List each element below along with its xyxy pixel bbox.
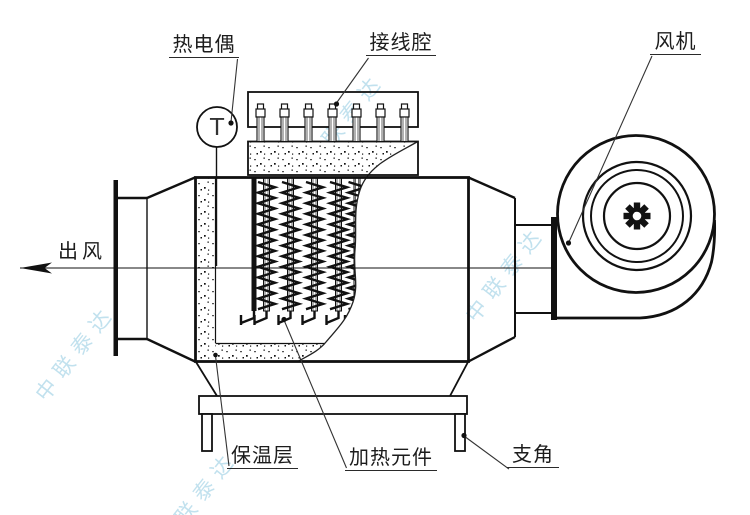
flow-arrow-icon [20, 262, 52, 274]
leader-lines [214, 55, 653, 470]
support-leg [201, 413, 213, 452]
heating-element [301, 176, 325, 327]
label-heating-element: 加热元件 [345, 446, 437, 471]
terminal-stud [303, 103, 314, 143]
outlet-flange [113, 180, 118, 356]
heating-element [253, 176, 277, 327]
thermocouple-letter: T [209, 115, 225, 141]
label-support-leg: 支角 [507, 443, 559, 468]
fan-volute [557, 219, 717, 320]
terminal-stud [351, 103, 362, 143]
flange-plate-insulation [249, 142, 417, 175]
fan-ring [602, 181, 672, 251]
label-insulation-layer: 保温层 [227, 444, 298, 469]
heating-element [325, 176, 349, 327]
terminal-stud [279, 103, 290, 143]
centrifugal-fan [551, 134, 717, 320]
break-line [296, 141, 418, 363]
support-leg [454, 413, 466, 452]
insulation-wall-bottom [215, 344, 336, 361]
outlet-cone [146, 176, 196, 200]
label-fan: 风机 [650, 30, 701, 55]
terminal-stud [327, 103, 338, 143]
terminal-stud [255, 103, 266, 143]
fan-inlet-flange [551, 217, 557, 320]
fan-ring [590, 169, 684, 263]
label-thermocouple: 热电偶 [169, 33, 239, 58]
leader-dots [213, 101, 572, 439]
label-air-outlet: 出风 [58, 239, 106, 263]
heater-body [194, 176, 470, 363]
fan-hub-gear-icon [623, 202, 651, 230]
inlet-cone [468, 176, 516, 200]
terminal-stud [375, 103, 386, 143]
thermocouple-symbol [196, 106, 238, 148]
heating-element [277, 176, 301, 327]
base-frame [195, 361, 469, 452]
terminal-stud [399, 103, 410, 143]
fan-scroll [556, 134, 716, 294]
label-wiring-chamber: 接线腔 [366, 31, 436, 56]
heating-element-rod [251, 178, 257, 311]
fan-ring [581, 160, 693, 272]
insulation-wall-left [197, 178, 215, 361]
